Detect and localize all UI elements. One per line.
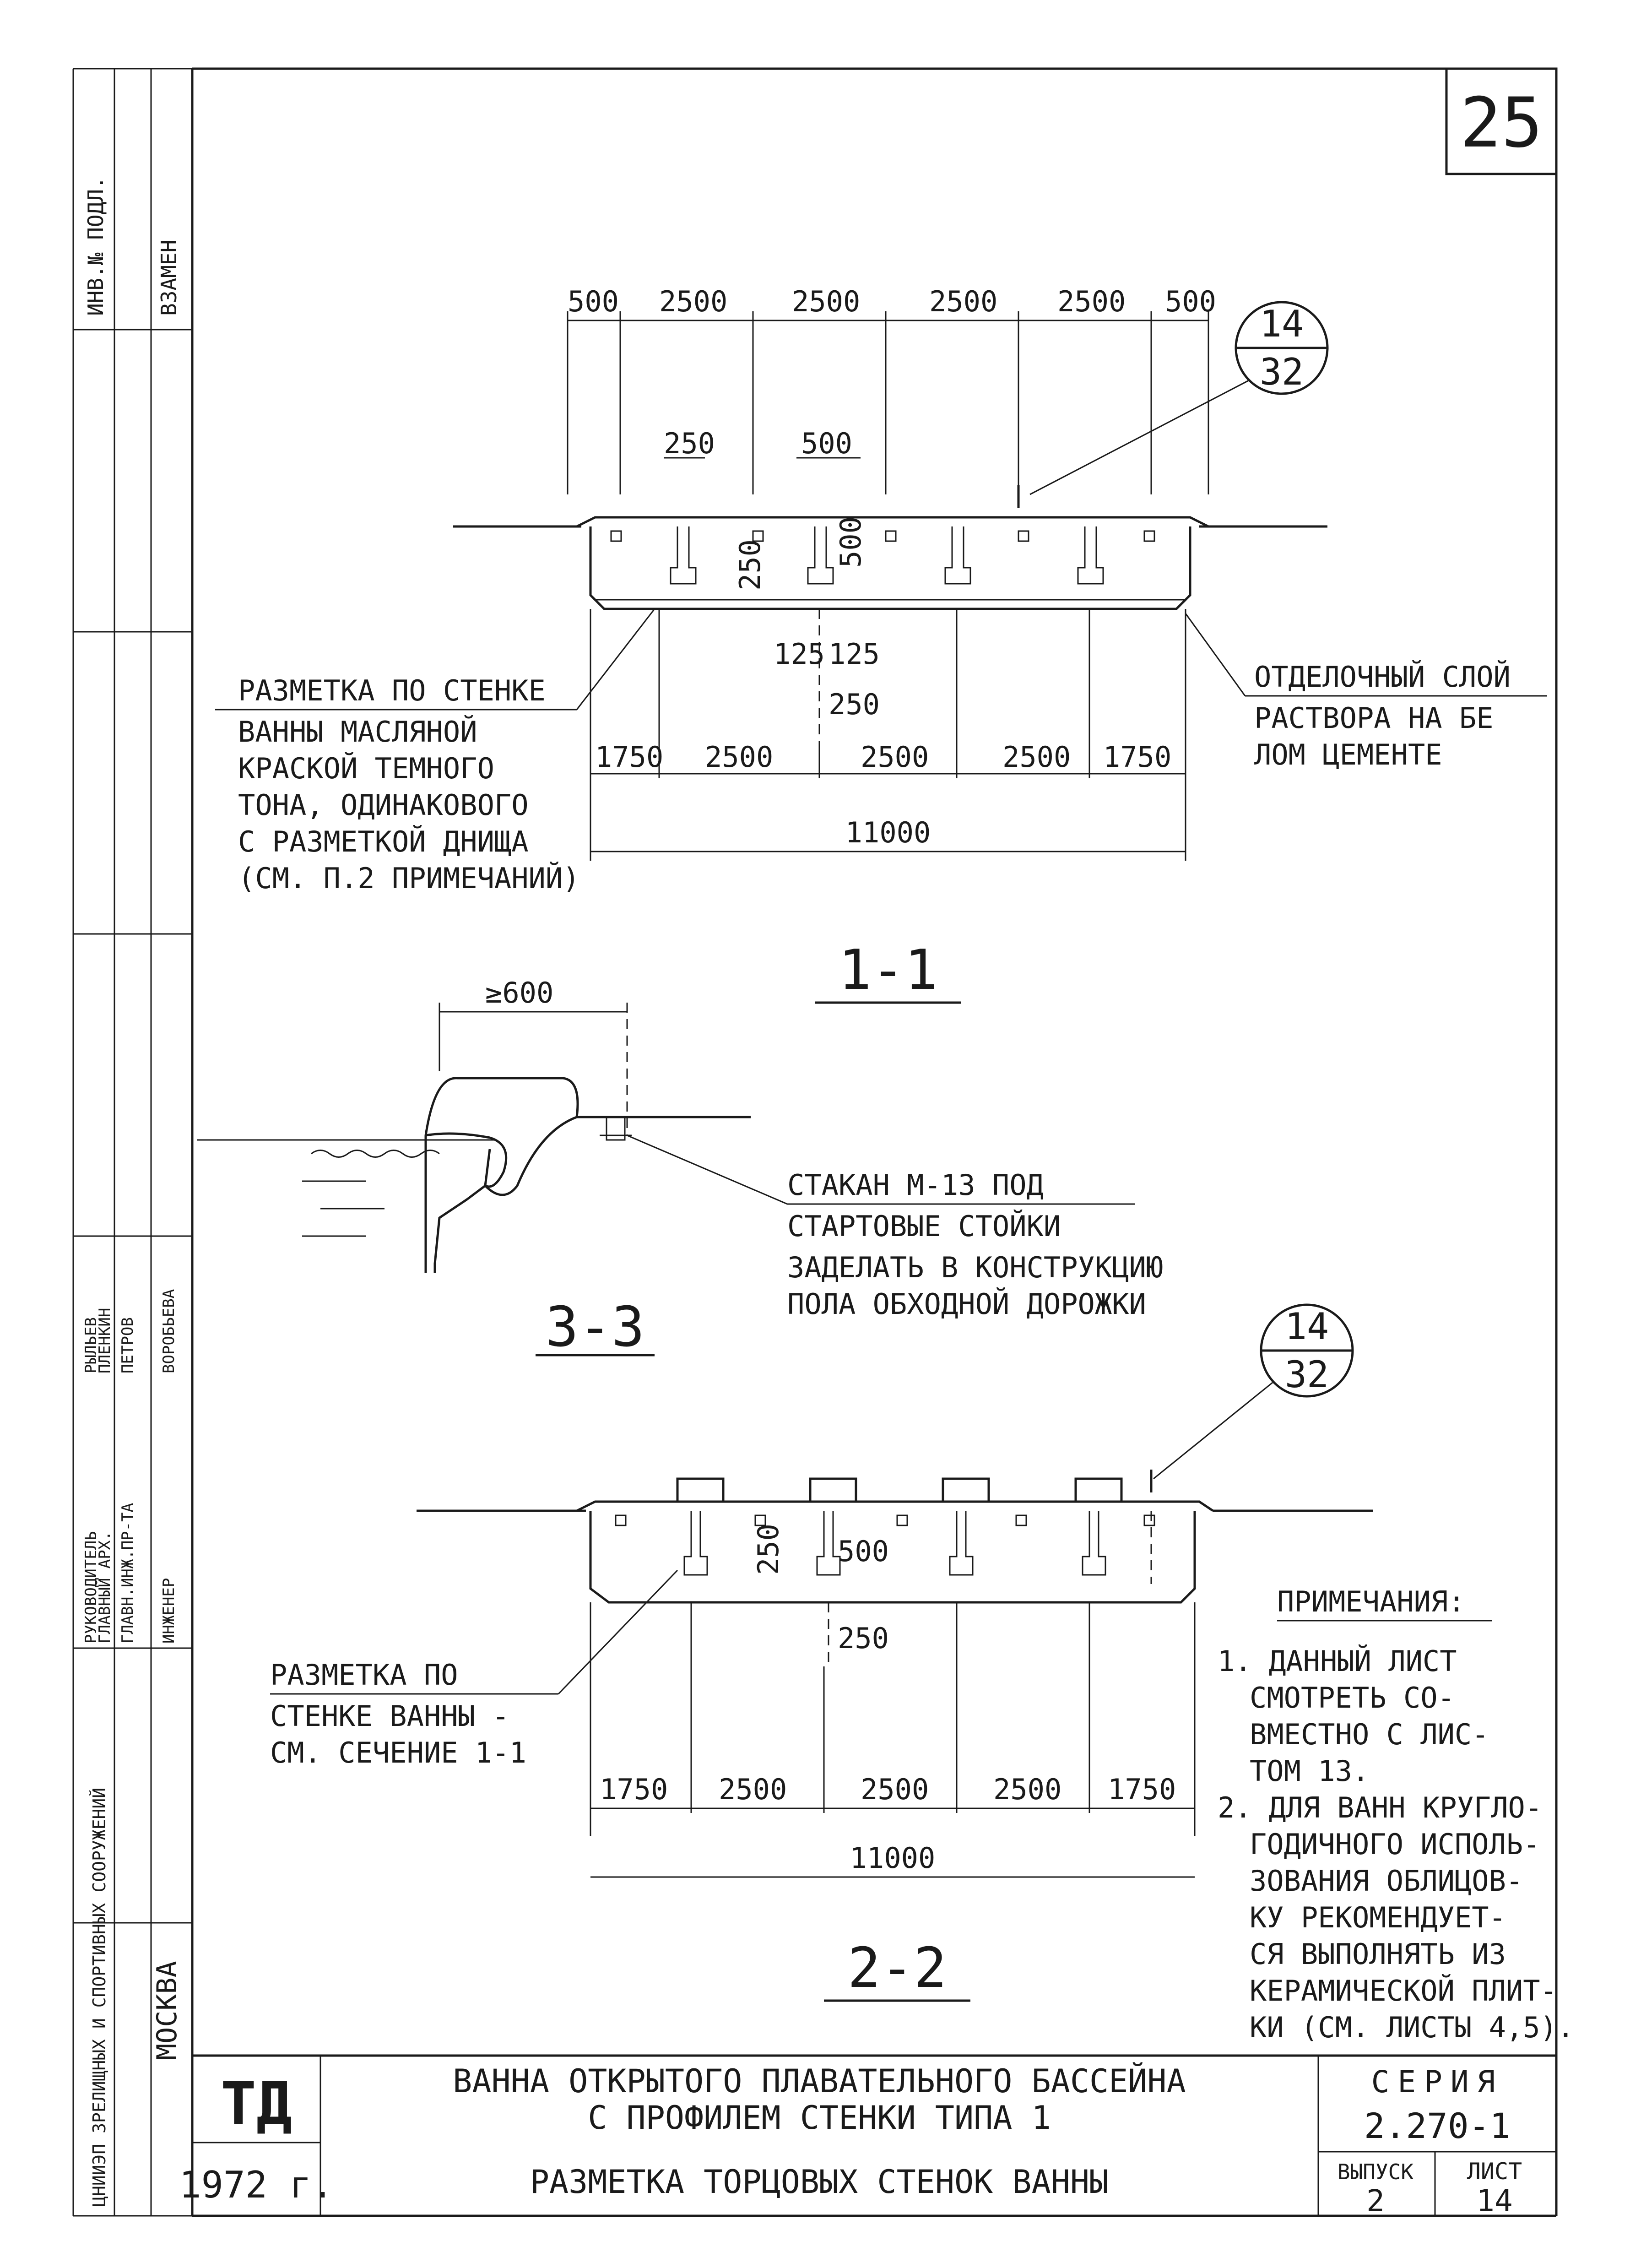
notes-line-5: 2. ДЛЯ ВАНН КРУГЛО- — [1218, 1791, 1542, 1824]
left-strip-name-1: РЫЛЬЕВ — [82, 1317, 100, 1373]
notes-line-1: 1. ДАННЫЙ ЛИСТ — [1218, 1644, 1457, 1678]
note-1-1-left-3: КРАСКОЙ ТЕМНОГО — [238, 752, 494, 785]
dim-1-1-top-5: 2500 — [1057, 285, 1126, 318]
left-strip-inv: ИНВ.№ ПОДЛ. — [83, 176, 108, 316]
callout-2-2-top: 14 — [1285, 1305, 1329, 1348]
note-1-1-left-1: РАЗМЕТКА ПО СТЕНКЕ — [238, 674, 546, 707]
sheet-value: 14 — [1476, 2183, 1512, 2219]
dim-2-2-small-500: 500 — [838, 1535, 889, 1568]
sheet-number: 25 — [1460, 83, 1543, 163]
dim-1-1-bot-1: 1750 — [595, 740, 663, 774]
issue-label: ВЫПУСК — [1338, 2159, 1413, 2184]
left-strip-vzamen: ВЗАМЕН — [157, 240, 181, 316]
dim-1-1-bot-2: 2500 — [705, 740, 773, 774]
dim-1-1-top-6: 500 — [1165, 285, 1216, 318]
note-1-1-right-3: ЛОМ ЦЕМЕНТЕ — [1254, 738, 1442, 771]
dim-2-2-small-250: 250 — [752, 1524, 785, 1575]
section-2-2: 14 32 250 500 250 — [270, 1303, 1373, 2002]
callout-2-2-bottom: 32 — [1285, 1353, 1329, 1396]
dim-1-1-small-250: 250 — [733, 539, 767, 591]
dim-1-1-bot-4: 2500 — [1002, 740, 1071, 774]
sheet-frame — [72, 67, 1558, 2217]
section-title-1-1: 1-1 — [839, 939, 938, 1002]
section-3-3: ≥600 СТАКАН М-13 ПОД СТАРТОВЫЕ СТОЙКИ ЗА… — [197, 976, 1163, 1359]
dim-1-1-bot-3: 2500 — [861, 740, 929, 774]
note-3-3-2: СТАРТОВЫЕ СТОЙКИ — [787, 1210, 1061, 1243]
dim-1-1-bot-5: 1750 — [1103, 740, 1171, 774]
dim-1-1-top-1: 500 — [568, 285, 619, 318]
section-title-2-2: 2-2 — [848, 1937, 947, 2000]
left-strip-role-2: ГЛАВНЫЙ АРХ. — [95, 1531, 114, 1644]
notes-line-7: ЗОВАНИЯ ОБЛИЦОВ- — [1250, 1864, 1523, 1898]
title-logo: ТД — [221, 2069, 292, 2138]
sheet-number-box: 25 — [1445, 67, 1558, 175]
notes-line-8: КУ РЕКОМЕНДУЕТ- — [1250, 1901, 1506, 1934]
dim-2-2-bot-2: 2500 — [719, 1773, 787, 1806]
series-value: 2.270-1 — [1364, 2105, 1511, 2146]
title-year: 1972 г. — [179, 2164, 333, 2206]
title-line-1: ВАННА ОТКРЫТОГО ПЛАВАТЕЛЬНОГО БАССЕЙНА — [453, 2062, 1186, 2100]
note-2-2-3: СМ. СЕЧЕНИЕ 1-1 — [270, 1736, 526, 1769]
dim-1-1-small-500: 500 — [834, 516, 867, 568]
section-1-1: 500 2500 2500 2500 2500 500 14 32 250 50… — [215, 285, 1547, 1004]
notes-line-6: ГОДИЧНОГО ИСПОЛЬ- — [1250, 1828, 1540, 1861]
left-strip-city: МОСКВА — [151, 1961, 183, 2060]
left-strip-role-1: РУКОВОДИТЕЛЬ — [82, 1531, 100, 1644]
left-strip-name-3: ПЕТРОВ — [119, 1317, 137, 1373]
callout-1-1-bottom: 32 — [1260, 351, 1304, 393]
callout-1-1-top: 14 — [1260, 303, 1304, 345]
notes-line-4: ТОМ 13. — [1250, 1754, 1369, 1788]
notes-line-2: СМОТРЕТЬ СО- — [1250, 1681, 1455, 1715]
dim-1-1-small-125b: 125 — [829, 637, 880, 671]
sheet-label: ЛИСТ — [1467, 2158, 1522, 2185]
left-strip-org: ЦНИИЭП ЗРЕЛИЩНЫХ И СПОРТИВНЫХ СООРУЖЕНИЙ — [89, 1788, 109, 2207]
notes-line-11: КИ (СМ. ЛИСТЫ 4,5). — [1250, 2011, 1574, 2044]
left-strip-role-4: ИНЖЕНЕР — [160, 1578, 178, 1644]
dim-2-2-bot-5: 1750 — [1108, 1773, 1176, 1806]
note-1-1-left-5: С РАЗМЕТКОЙ ДНИЩА — [238, 825, 529, 858]
issue-value: 2 — [1366, 2183, 1385, 2219]
title-subtitle: РАЗМЕТКА ТОРЦОВЫХ СТЕНОК ВАННЫ — [530, 2163, 1109, 2201]
dim-1-1-top-4: 2500 — [929, 285, 997, 318]
left-strip-name-2: ПЛЕНКИН — [96, 1308, 114, 1373]
note-1-1-right-2: РАСТВОРА НА БЕ — [1254, 701, 1494, 735]
note-1-1-left-2: ВАННЫ МАСЛЯНОЙ — [238, 715, 477, 749]
dim-1-1-small-250b: 250 — [829, 688, 880, 721]
dim-1-1-total: 11000 — [845, 816, 931, 849]
dim-2-2-bot-1: 1750 — [600, 1773, 668, 1806]
notes-line-3: ВМЕСТНО С ЛИС- — [1250, 1718, 1489, 1751]
notes-heading: ПРИМЕЧАНИЯ: — [1277, 1585, 1465, 1618]
notes-line-9: СЯ ВЫПОЛНЯТЬ ИЗ — [1250, 1937, 1506, 1971]
note-1-1-left-6: (СМ. П.2 ПРИМЕЧАНИЙ) — [238, 862, 580, 895]
notes-line-10: КЕРАМИЧЕСКОЙ ПЛИТ- — [1250, 1974, 1557, 2008]
left-strip-name-4: ВОРОБЬЕВА — [160, 1289, 178, 1373]
dim-1-1-top-2: 2500 — [659, 285, 727, 318]
notes-block: ПРИМЕЧАНИЯ: 1. ДАННЫЙ ЛИСТ СМОТРЕТЬ СО- … — [1218, 1585, 1574, 2044]
dim-3-3: ≥600 — [485, 976, 553, 1009]
dim-2-2-bot-4: 2500 — [993, 1773, 1061, 1806]
dim-1-1-top-3: 2500 — [792, 285, 860, 318]
note-2-2-2: СТЕНКЕ ВАННЫ - — [270, 1699, 509, 1733]
series-label: СЕРИЯ — [1371, 2064, 1504, 2100]
title-block: ТД 1972 г. ВАННА ОТКРЫТОГО ПЛАВАТЕЛЬНОГО… — [179, 2054, 1556, 2219]
note-3-3-4: ПОЛА ОБХОДНОЙ ДОРОЖКИ — [787, 1287, 1146, 1321]
title-line-2: С ПРОФИЛЕМ СТЕНКИ ТИПА 1 — [588, 2099, 1051, 2137]
dim-2-2-bot-3: 2500 — [861, 1773, 929, 1806]
section-title-3-3: 3-3 — [546, 1296, 645, 1359]
note-3-3-3: ЗАДЕЛАТЬ В КОНСТРУКЦИЮ — [787, 1251, 1163, 1284]
dim-1-1-pil-250: 250 — [664, 427, 715, 460]
note-1-1-right-1: ОТДЕЛОЧНЫЙ СЛОЙ — [1254, 660, 1511, 694]
left-strip: ИНВ.№ ПОДЛ. ВЗАМЕН РУКОВОДИТЕЛЬ ГЛАВНЫЙ … — [82, 176, 183, 2207]
dim-1-1-small-125a: 125 — [774, 637, 825, 671]
note-2-2-1: РАЗМЕТКА ПО — [270, 1658, 458, 1692]
dim-2-2-small-250b: 250 — [838, 1622, 889, 1655]
dim-2-2-total: 11000 — [850, 1841, 936, 1875]
note-1-1-left-4: ТОНА, ОДИНАКОВОГО — [238, 788, 529, 822]
left-strip-role-3: ГЛАВН.ИНЖ.ПР-ТА — [119, 1503, 137, 1644]
dim-1-1-pil-500: 500 — [801, 427, 852, 460]
note-3-3-1: СТАКАН М-13 ПОД — [787, 1168, 1044, 1202]
